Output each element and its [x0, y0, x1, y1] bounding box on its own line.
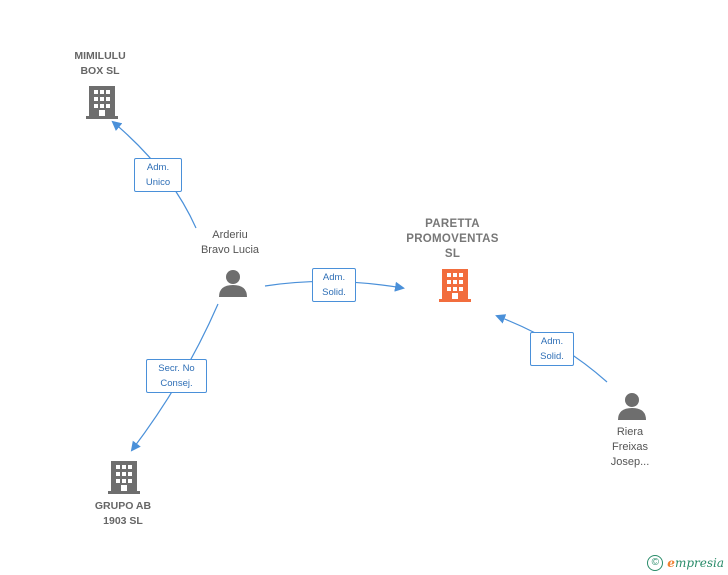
building-icon[interactable]: [108, 459, 140, 495]
node-label-mimilulu: MIMILULU BOX SL: [74, 50, 126, 77]
edge-label-adm-solid[interactable]: Adm. Solid.: [530, 332, 574, 366]
node-label-paretta: PARETTA PROMOVENTAS SL: [406, 218, 499, 260]
edge-label-secr-no-consej[interactable]: Secr. No Consej.: [146, 359, 207, 393]
main-building-icon[interactable]: [439, 267, 471, 303]
node-label-riera: Riera Freixas Josep...: [610, 426, 650, 468]
brand-logo: empresia: [667, 556, 724, 570]
person-icon[interactable]: [218, 268, 248, 298]
building-icon[interactable]: [86, 84, 118, 120]
edge-label-adm-unico[interactable]: Adm. Unico: [134, 158, 182, 192]
person-icon[interactable]: [617, 391, 647, 421]
copyright-icon: ©: [647, 555, 664, 571]
edge-label-adm-solid[interactable]: Adm. Solid.: [312, 268, 356, 302]
node-label-grupo-ab: GRUPO AB 1903 SL: [94, 500, 152, 527]
node-label-arderiu: Arderiu Bravo Lucia: [200, 229, 260, 256]
footer-brand: © empresia: [647, 555, 724, 571]
